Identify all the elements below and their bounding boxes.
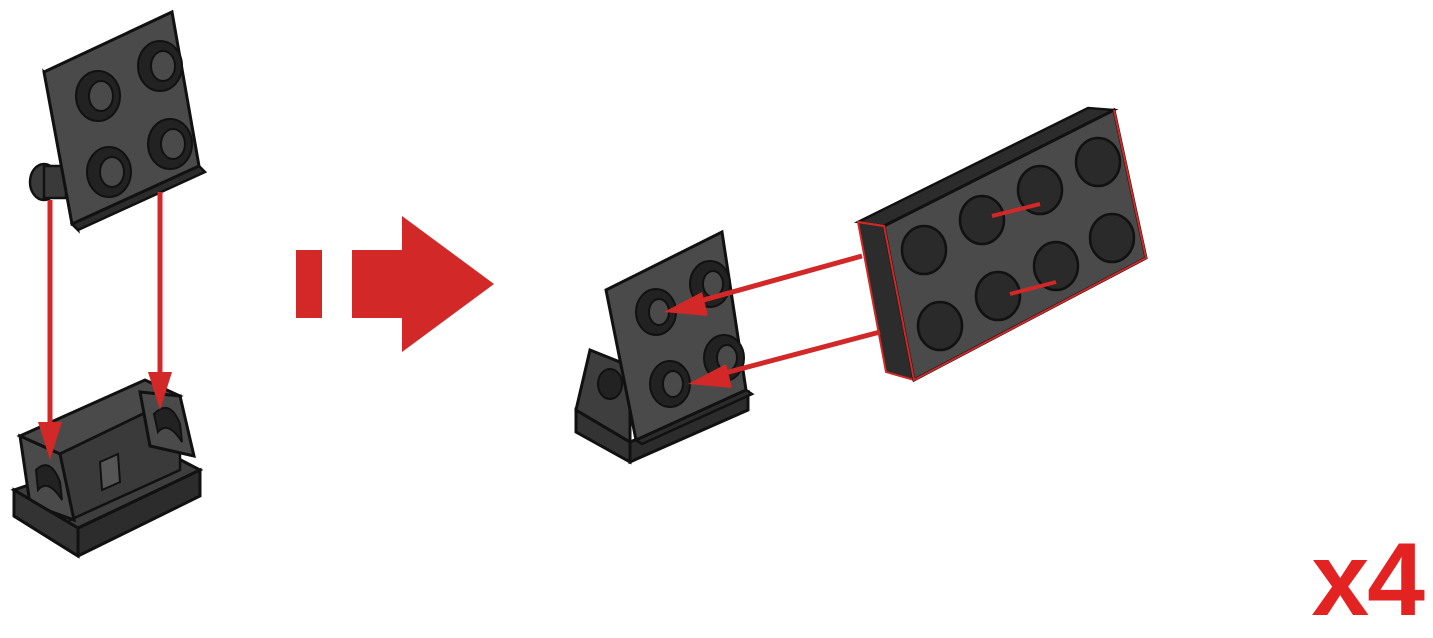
stud-icon bbox=[900, 136, 1136, 352]
assembly-arrow-icon bbox=[38, 192, 172, 460]
assembly-arrow-icon bbox=[664, 253, 881, 388]
hinge-base-brick bbox=[10, 378, 204, 559]
plate-2x4 bbox=[853, 106, 1148, 383]
plate-2x2-with-pin bbox=[28, 9, 208, 234]
big-right-arrow-icon bbox=[296, 216, 494, 352]
stud-icon bbox=[75, 40, 193, 198]
quantity-label: x4 bbox=[1311, 522, 1425, 638]
assembled-hinge bbox=[574, 229, 755, 465]
